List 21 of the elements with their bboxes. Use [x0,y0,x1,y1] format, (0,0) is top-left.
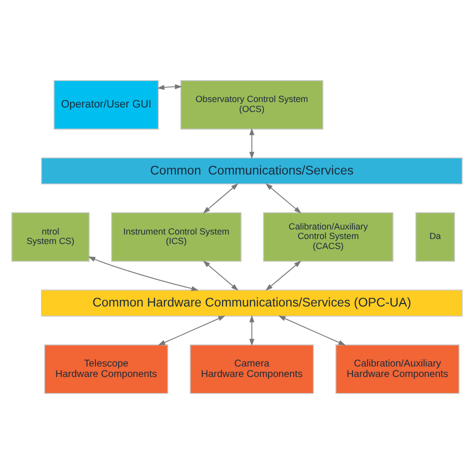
node-box: Observatory Control System (OCS) [180,80,324,130]
node-box: Camera Hardware Components [190,344,314,394]
node-box: Instrument Control System (ICS) [111,212,242,262]
arrow [249,128,254,160]
node-box: Da [415,212,455,262]
arrow [202,260,238,291]
node-box: Common Hardware Communications/Services (OPC-UA) [41,290,463,317]
node-box: ntrol System CS) [11,212,90,262]
arrow [157,84,182,90]
node-box: Operator/User GUI [54,80,159,130]
arrow [266,183,302,214]
node-box: Telescope Hardware Components [44,344,168,394]
arrow [158,316,226,346]
arrow [88,256,199,292]
arrow [202,183,238,214]
node-box: Calibration/Auxiliary Control System (CACS) [263,212,394,262]
node-box: Common Communications/Services [41,157,463,184]
node-box: Calibration/Auxiliary Hardware Components [335,344,460,394]
arrow [249,315,254,346]
arrow [278,316,346,346]
arrow [266,260,302,291]
